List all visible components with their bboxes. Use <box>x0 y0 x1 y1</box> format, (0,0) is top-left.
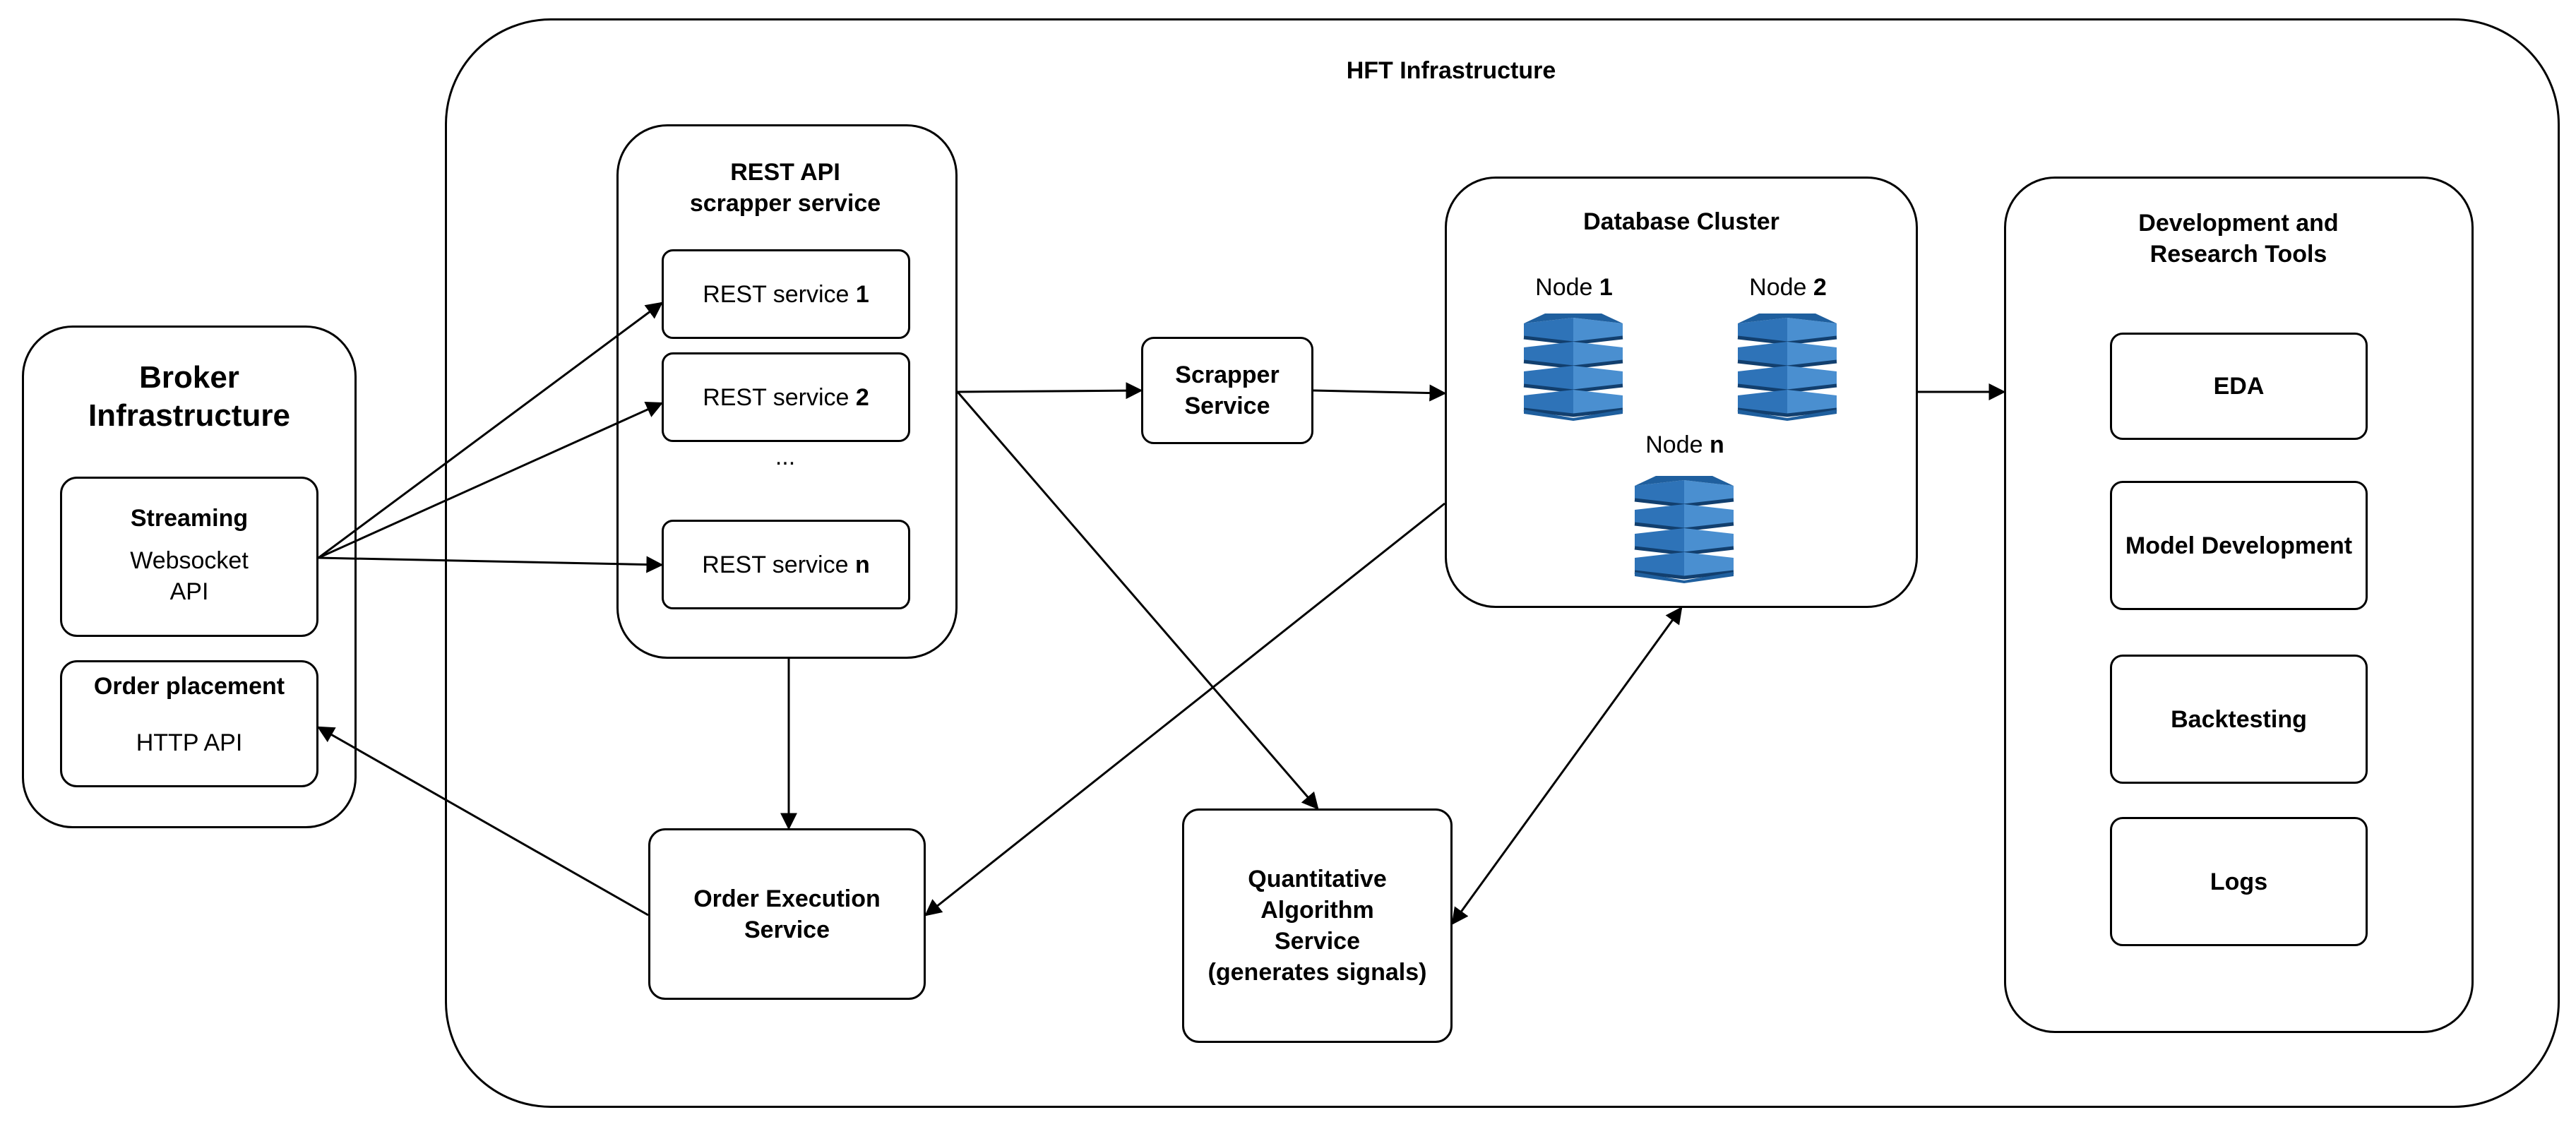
rest-service-2-prefix: REST service <box>703 383 856 411</box>
rest-service-1-number: 1 <box>855 280 869 308</box>
rest-service-2-number: 2 <box>855 383 869 411</box>
scrapper-service-box: Scrapper Service <box>1141 337 1313 444</box>
scrapper-service-line1: Scrapper <box>1175 362 1280 388</box>
dev-tools-title-line2: Research Tools <box>2149 241 2327 268</box>
order-execution-line2: Service <box>744 916 830 943</box>
order-execution-line1: Order Execution <box>693 885 881 912</box>
quant-line1: Quantitative <box>1248 866 1387 893</box>
rest-api-title-line2: scrapper service <box>689 190 881 217</box>
database-cluster-title: Database Cluster <box>1583 208 1779 235</box>
eda-box: EDA <box>2110 333 2368 440</box>
backtesting-label: Backtesting <box>2171 705 2307 733</box>
logs-box: Logs <box>2110 817 2368 946</box>
rest-service-n-number: n <box>854 551 870 578</box>
eda-label: EDA <box>2213 373 2265 400</box>
node-n-number: n <box>1709 431 1724 458</box>
model-development-box: Model Development <box>2110 481 2368 610</box>
broker-infrastructure-title-line1: Broker <box>139 360 239 395</box>
backtesting-box: Backtesting <box>2110 655 2368 784</box>
node-1-number: 1 <box>1599 274 1613 301</box>
streaming-line1: Websocket <box>130 547 249 574</box>
rest-service-1: REST service 1 <box>662 249 910 339</box>
order-placement-line1: HTTP API <box>136 729 243 756</box>
database-node-1-icon <box>1523 314 1623 421</box>
order-placement-title: Order placement <box>93 673 285 700</box>
node-2-label: Node 2 <box>1749 272 1827 303</box>
node-2-number: 2 <box>1813 274 1827 301</box>
node-1-label: Node 1 <box>1535 272 1613 303</box>
logs-label: Logs <box>2210 868 2268 895</box>
scrapper-service-line2: Service <box>1184 393 1270 419</box>
database-node-n-icon <box>1634 476 1734 583</box>
rest-service-ellipsis: ... <box>775 443 796 470</box>
rest-service-2: REST service 2 <box>662 352 910 442</box>
streaming-title: Streaming <box>130 505 249 532</box>
hft-infrastructure-title: HFT Infrastructure <box>1346 57 1556 84</box>
order-execution-service-box: Order Execution Service <box>648 828 926 1000</box>
streaming-line2: API <box>169 578 209 605</box>
quantitative-algorithm-service-box: Quantitative Algorithm Service (generate… <box>1182 808 1453 1043</box>
dev-tools-title-line1: Development and <box>2138 210 2339 237</box>
broker-infrastructure-title-line2: Infrastructure <box>88 398 291 433</box>
model-development-label: Model Development <box>2125 532 2353 559</box>
node-1-prefix: Node <box>1535 274 1599 301</box>
node-n-prefix: Node <box>1645 431 1710 458</box>
node-2-prefix: Node <box>1749 274 1813 301</box>
quant-line4: (generates signals) <box>1208 959 1427 986</box>
database-node-2-icon <box>1737 314 1837 421</box>
rest-service-n-prefix: REST service <box>702 551 855 578</box>
order-placement-box <box>60 660 318 787</box>
rest-service-1-prefix: REST service <box>703 280 856 308</box>
rest-service-n: REST service n <box>662 520 910 609</box>
rest-api-title-line1: REST API <box>730 159 840 186</box>
quant-line3: Service <box>1275 928 1360 955</box>
streaming-box <box>60 477 318 637</box>
quant-line2: Algorithm <box>1260 897 1374 924</box>
node-n-label: Node n <box>1645 429 1724 460</box>
